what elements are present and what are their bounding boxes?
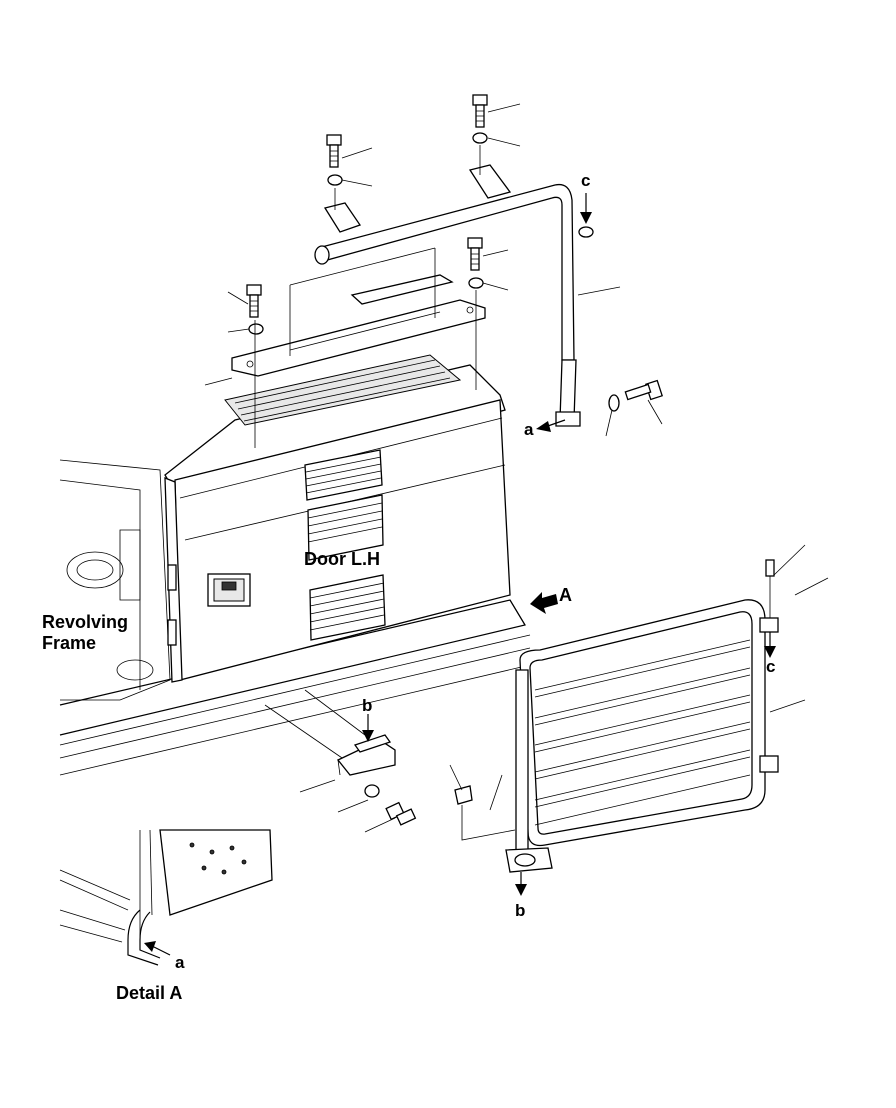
rail-bracket-right (468, 164, 512, 199)
ref-b-top-label: b (362, 696, 372, 715)
revolving-frame-label-line1: Revolving (42, 612, 128, 632)
arrow-c-top-icon (578, 193, 594, 238)
arrow-a-detail-icon (144, 941, 171, 956)
handrail-tube (314, 183, 581, 427)
ref-a-detail-label: a (175, 953, 185, 972)
washer-2 (327, 174, 343, 186)
door-vent-upper (304, 449, 383, 501)
view-a-label: A (559, 585, 572, 605)
revolving-frame (59, 459, 171, 701)
rail-bracket-left (323, 202, 362, 233)
door-lh-body (164, 354, 511, 683)
door-handle-icon (207, 573, 251, 607)
upper-bracket (350, 274, 454, 305)
bolt-1 (472, 94, 488, 128)
door-lh-label: Door L.H (304, 549, 380, 569)
arrow-view-a-icon (530, 592, 558, 614)
washer-3 (468, 277, 484, 289)
washer-4 (248, 323, 264, 335)
open-door-grille (449, 544, 829, 873)
door-vent-middle (307, 494, 384, 561)
bolt-2 (326, 134, 342, 168)
arrow-c-right-icon (764, 632, 776, 658)
revolving-frame-label-line2: Frame (42, 633, 96, 653)
washer-6 (364, 784, 380, 798)
detail-a-label: Detail A (116, 983, 182, 1003)
washer-5 (608, 394, 620, 412)
arrow-a-top-icon (536, 419, 566, 432)
top-grille-lines (234, 359, 451, 422)
detail-a-view (59, 829, 273, 966)
leader-lines (204, 103, 663, 833)
bolt-3 (467, 237, 483, 271)
ref-b-bottom-label: b (515, 901, 525, 920)
arrow-b-top-icon (362, 714, 374, 742)
door-vent-lower (309, 574, 386, 641)
open-door-slats (534, 639, 751, 826)
ref-c-right-label: c (766, 657, 775, 676)
bolt-5-horizontal (624, 379, 663, 401)
ref-a-top-label: a (524, 420, 534, 439)
washer-1 (472, 132, 488, 144)
ref-c-top-label: c (581, 171, 590, 190)
arrow-b-bottom-icon (515, 872, 527, 896)
bolt-4 (246, 284, 262, 318)
lower-latch-bracket (336, 734, 396, 776)
mounting-bracket-plate (231, 299, 486, 377)
bolt-6 (385, 801, 417, 826)
